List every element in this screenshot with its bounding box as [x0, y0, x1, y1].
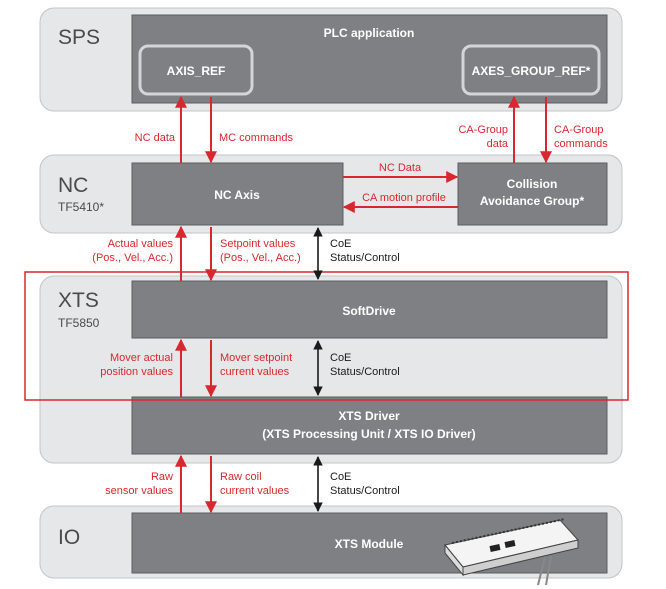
label-mover-setpoint-1: Mover setpoint	[220, 352, 292, 364]
softdrive-box	[131, 280, 608, 339]
label-raw-coil-2: current values	[220, 485, 290, 497]
label-ca-motion-profile: CA motion profile	[362, 192, 446, 204]
label-coe-1-1: CoE	[330, 238, 351, 250]
axes-group-ref-label: AXES_GROUP_REF*	[472, 64, 591, 78]
axis-ref-label: AXIS_REF	[167, 64, 226, 78]
xts-driver-label-2: (XTS Processing Unit / XTS IO Driver)	[262, 427, 475, 441]
xts-module-label: XTS Module	[335, 537, 404, 551]
label-mover-actual-1: Mover actual	[110, 352, 173, 364]
xts-module-hardware-image	[444, 518, 579, 586]
layer-xts-sublabel: TF5850	[58, 316, 100, 330]
softdrive-label: SoftDrive	[342, 304, 396, 318]
layer-sps-label: SPS	[58, 26, 100, 49]
label-nc-data: NC data	[135, 132, 176, 144]
nc-axis-label: NC Axis	[214, 188, 260, 202]
label-coe-2-2: Status/Control	[330, 366, 400, 378]
axis-ref-box	[138, 44, 254, 96]
label-coe-2-1: CoE	[330, 352, 351, 364]
label-raw-sensor-1: Raw	[151, 471, 173, 483]
collision-avoidance-label-1: Collision	[507, 177, 558, 191]
label-coe-3-1: CoE	[330, 471, 351, 483]
label-raw-sensor-2: sensor values	[105, 485, 173, 497]
layer-io-label: IO	[58, 526, 80, 549]
collision-avoidance-box	[457, 162, 608, 226]
label-coe-1-2: Status/Control	[330, 252, 400, 264]
layer-nc-label: NC	[58, 174, 88, 197]
nc-axis-box	[131, 162, 344, 226]
layer-nc-sublabel: TF5410*	[58, 200, 104, 214]
label-actual-values-2: (Pos., Vel., Acc.)	[92, 252, 173, 264]
collision-avoidance-label-2: Avoidance Group*	[480, 194, 585, 208]
label-actual-values-1: Actual values	[108, 238, 174, 250]
label-mc-commands: MC commands	[219, 132, 293, 144]
label-setpoint-values-2: (Pos., Vel., Acc.)	[220, 252, 301, 264]
plc-application-label: PLC application	[324, 26, 415, 40]
label-nc-data-horizontal: NC Data	[379, 162, 422, 174]
xts-highlight-frame	[24, 271, 629, 401]
layer-xts-label: XTS	[58, 289, 99, 312]
xts-driver-box	[131, 396, 608, 455]
axes-group-ref-box	[461, 44, 601, 96]
xts-driver-label-1: XTS Driver	[338, 409, 400, 423]
label-ca-group-data-2: data	[487, 138, 509, 150]
label-mover-actual-2: position values	[100, 366, 173, 378]
label-ca-group-commands-1: CA-Group	[554, 124, 604, 136]
label-mover-setpoint-2: current values	[220, 366, 290, 378]
label-ca-group-commands-2: commands	[554, 138, 608, 150]
label-raw-coil-1: Raw coil	[220, 471, 262, 483]
label-coe-3-2: Status/Control	[330, 485, 400, 497]
label-ca-group-data-1: CA-Group	[458, 124, 508, 136]
label-setpoint-values-1: Setpoint values	[220, 238, 296, 250]
